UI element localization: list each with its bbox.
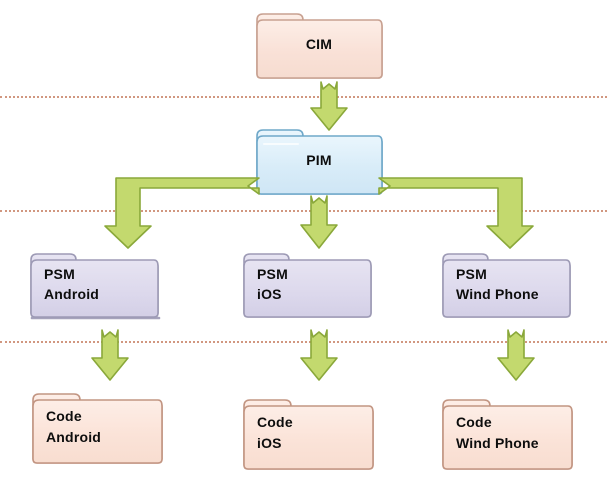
arrow-pim-to-psm-android — [103, 176, 261, 250]
arrow-pim-to-psm-wind — [377, 176, 535, 250]
separator-psm-code — [0, 341, 607, 343]
arrow-psm-android-to-code-android — [90, 329, 130, 382]
node-psm-ios[interactable]: PSM iOS — [241, 249, 373, 319]
node-psm-wind-phone[interactable]: PSM Wind Phone — [440, 249, 572, 319]
arrow-cim-to-pim — [309, 81, 349, 132]
separator-pim-psm — [0, 210, 607, 212]
node-psm-android[interactable]: PSM Android — [28, 249, 161, 320]
node-code-ios[interactable]: Code iOS — [241, 394, 375, 471]
arrow-psm-wind-to-code-wind — [496, 329, 536, 382]
arrow-psm-ios-to-code-ios — [299, 329, 339, 382]
separator-cim-pim — [0, 96, 607, 98]
arrow-pim-to-psm-ios — [299, 195, 339, 250]
node-pim[interactable]: PIM — [254, 124, 384, 196]
node-code-wind-phone[interactable]: Code Wind Phone — [440, 394, 574, 471]
node-cim[interactable]: CIM — [254, 8, 384, 80]
node-code-android[interactable]: Code Android — [30, 388, 164, 465]
